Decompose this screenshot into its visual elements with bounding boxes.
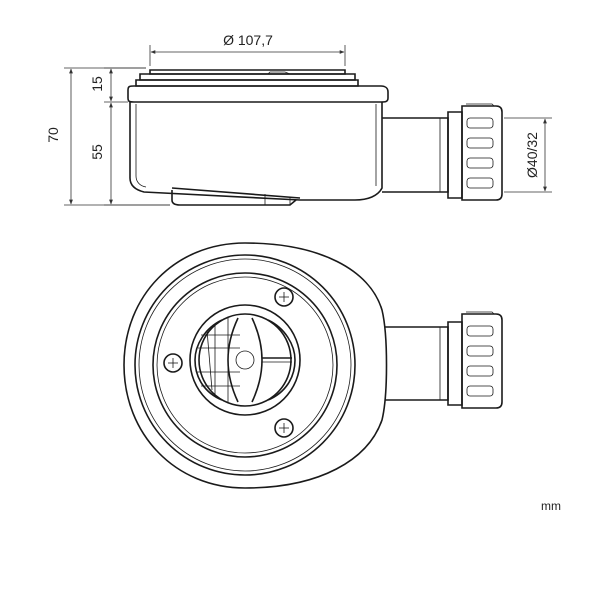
side-view: Ø 107,7 70 15 55 Ø40/32 [45,32,552,206]
drain-body [129,102,383,206]
outlet-diameter-label: Ø40/32 [524,132,540,178]
top-view [123,242,503,489]
housing-outline [123,242,388,489]
top-cover [127,69,389,103]
dimension-outlet-diameter: Ø40/32 [504,117,552,193]
dimension-diameter-top: Ø 107,7 [149,32,346,66]
strainer-grate [189,304,301,416]
height-total-label: 70 [45,127,61,143]
screw-icon [274,418,294,438]
dimension-height-total: 70 [45,67,170,206]
height-cap-label: 15 [89,76,105,92]
outlet-pipe-top [385,311,503,409]
height-body-label: 55 [89,144,105,160]
outlet-pipe-side [382,103,503,201]
units-label: mm [541,499,561,513]
screw-icon [274,287,294,307]
diameter-top-label: Ø 107,7 [223,32,273,48]
dimension-height-parts: 15 55 [89,67,170,206]
screw-icon [163,353,183,373]
